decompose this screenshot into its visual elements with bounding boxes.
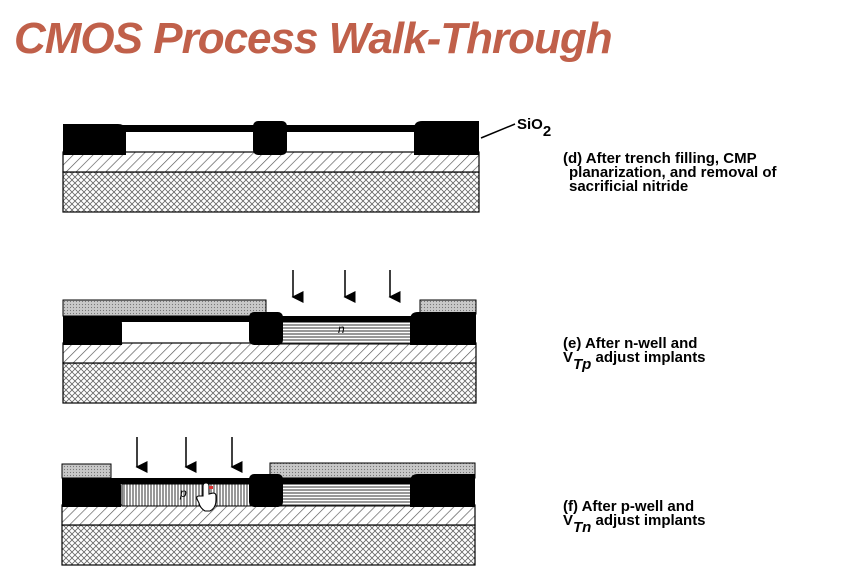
trench-oxide-center: [249, 474, 283, 507]
trench-oxide-left: [63, 124, 126, 155]
resist-left: [62, 299, 267, 317]
trench-oxide-center: [249, 312, 283, 345]
epi-layer: [61, 504, 476, 526]
well-label: n: [338, 322, 345, 336]
caption-line: sacrificial nitride: [569, 178, 689, 195]
cursor-highlight: [209, 486, 213, 489]
well-label: p: [179, 486, 187, 500]
trench-oxide-center: [253, 121, 287, 155]
caption-step-f: (f) After p-well and VTn adjust implants: [563, 498, 706, 536]
substrate: [61, 524, 476, 566]
step-f-cross-section: p: [61, 437, 476, 566]
resist-left: [61, 463, 112, 479]
trench-oxide-right: [410, 312, 476, 345]
n-well: [276, 483, 415, 507]
caption-line: planarization, and removal of: [569, 164, 777, 181]
caption-line: (e) After n-well and: [563, 335, 698, 352]
sio2-pointer: [480, 123, 516, 139]
trench-oxide-right: [414, 121, 479, 155]
caption-line: (f) After p-well and: [563, 498, 695, 515]
caption-line: (d) After trench filling, CMP: [563, 150, 757, 167]
resist-right: [419, 299, 477, 315]
sio2-label: SiO2: [517, 116, 552, 140]
caption-line: VTp adjust implants: [563, 349, 706, 373]
n-well: [276, 321, 415, 345]
substrate: [62, 362, 477, 404]
trench-oxide-left: [62, 478, 121, 507]
step-e-cross-section: n: [62, 270, 477, 404]
substrate: [62, 171, 480, 213]
caption-step-d: (d) After trench filling, CMP planarizat…: [563, 150, 777, 195]
caption-line: VTn adjust implants: [563, 512, 706, 536]
trench-oxide-right: [410, 474, 475, 507]
trench-oxide-left: [63, 316, 122, 345]
hand-cursor-icon: [196, 482, 217, 512]
epi-layer: [62, 342, 477, 364]
slide-title: CMOS Process Walk-Through: [14, 14, 613, 63]
step-d-cross-section: [62, 121, 516, 213]
caption-step-e: (e) After n-well and VTp adjust implants: [563, 335, 706, 373]
